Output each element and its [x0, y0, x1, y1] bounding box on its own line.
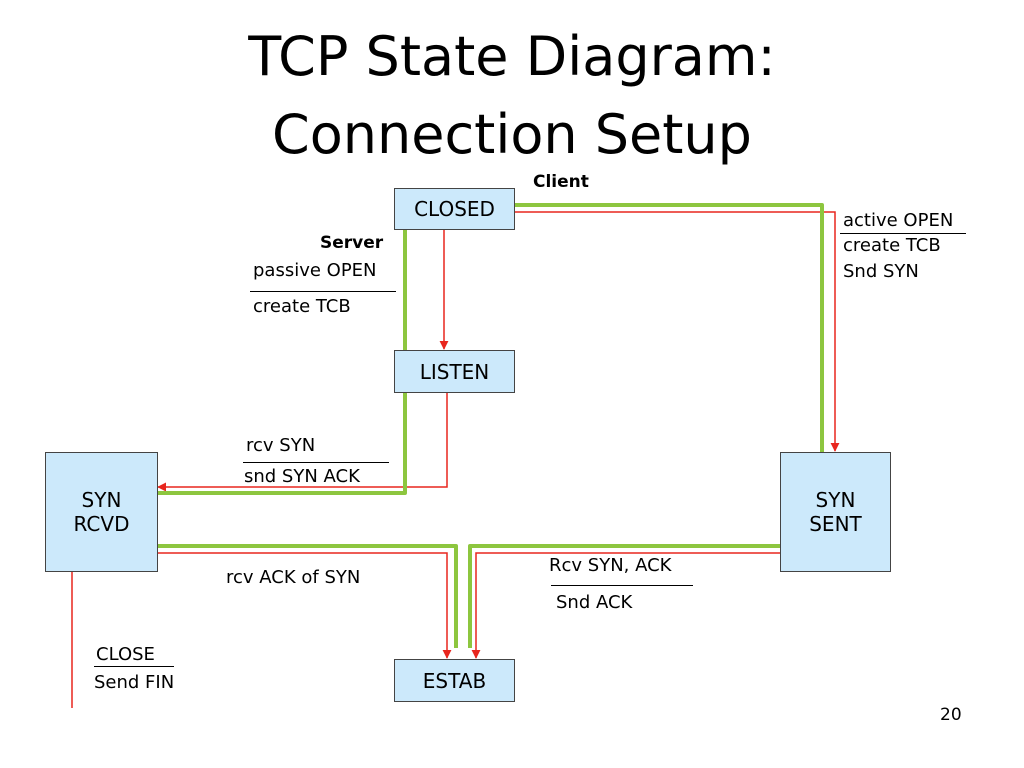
- arrow-syn-rcvd-to-estab: [158, 552, 452, 659]
- page-number: 20: [940, 705, 962, 725]
- rcv-ack-of-syn-event: rcv ACK of SYN: [226, 567, 361, 588]
- page-title-line1: TCP State Diagram:: [248, 25, 776, 88]
- page-title-line2: Connection Setup: [272, 103, 752, 166]
- client-path-highlight: [468, 203, 824, 648]
- close-event: CLOSE: [96, 644, 155, 665]
- state-syn-rcvd-line2: RCVD: [73, 512, 130, 536]
- active-open-action: create TCB: [843, 235, 941, 256]
- rcv-syn-ack-action: Snd ACK: [556, 592, 633, 613]
- state-estab-label: ESTAB: [422, 668, 487, 693]
- client-label: Client: [533, 172, 589, 192]
- state-syn-sent-line2: SENT: [809, 512, 862, 536]
- state-listen-label: LISTEN: [419, 359, 490, 384]
- active-open-action2: Snd SYN: [843, 261, 919, 282]
- active-open-divider: [840, 233, 966, 234]
- arrow-listen-to-syn-rcvd: [157, 393, 448, 492]
- arrow-syn-sent-to-estab: [471, 552, 780, 659]
- passive-open-action: create TCB: [253, 296, 351, 317]
- rcv-syn-event: rcv SYN: [246, 435, 316, 456]
- state-syn-sent-line1: SYN: [815, 488, 856, 512]
- close-divider: [94, 666, 174, 667]
- state-syn-rcvd-line1: SYN: [81, 488, 122, 512]
- rcv-syn-ack-divider: [551, 585, 693, 586]
- state-syn-sent: SYN SENT: [780, 452, 891, 572]
- rcv-syn-action: snd SYN ACK: [244, 466, 360, 487]
- passive-open-event: passive OPEN: [253, 260, 377, 281]
- state-estab: ESTAB: [394, 659, 515, 702]
- rcv-syn-divider: [243, 462, 389, 463]
- active-open-event: active OPEN: [843, 210, 954, 231]
- state-syn-rcvd: SYN RCVD: [45, 452, 158, 572]
- arrow-closed-to-syn-sent: [515, 211, 840, 452]
- close-action: Send FIN: [94, 672, 175, 693]
- server-label: Server: [320, 233, 384, 253]
- state-closed: CLOSED: [394, 188, 515, 230]
- passive-open-divider: [250, 291, 396, 292]
- state-closed-label: CLOSED: [414, 197, 495, 221]
- rcv-syn-ack-event: Rcv SYN, ACK: [549, 555, 672, 576]
- state-listen: LISTEN: [394, 350, 515, 393]
